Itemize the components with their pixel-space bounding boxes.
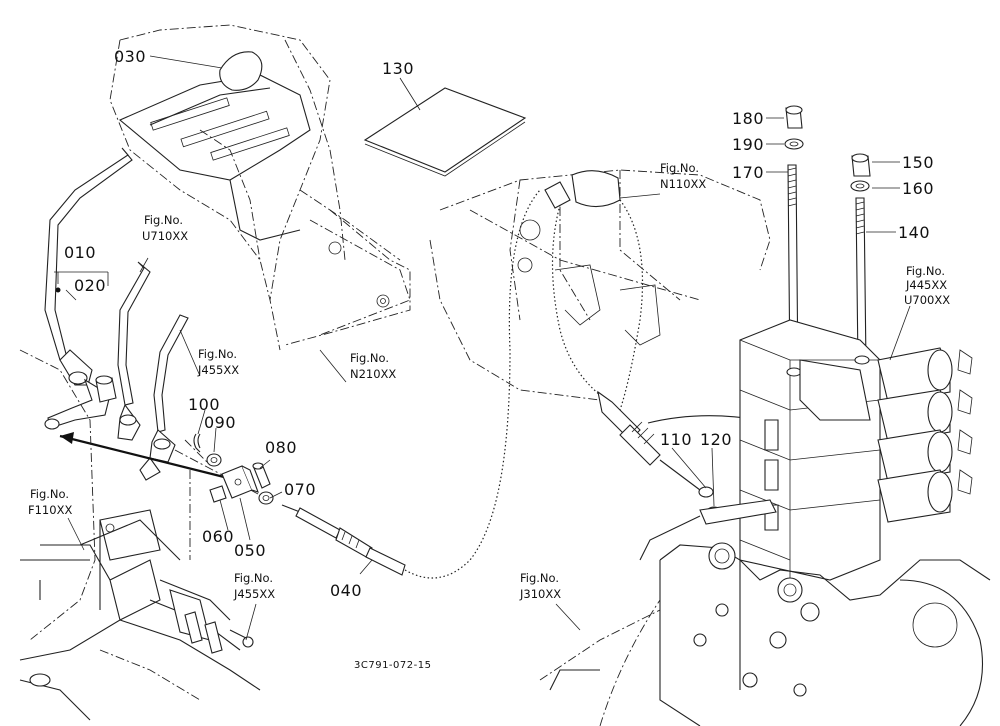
svg-text:Fig.No.: Fig.No. [198, 347, 237, 361]
svg-text:U710XX: U710XX [142, 229, 188, 243]
bushing-020 [95, 375, 117, 403]
label-030: 030 [114, 47, 146, 66]
svg-text:J455XX: J455XX [197, 363, 239, 377]
label-020: 020 [74, 276, 106, 295]
fig-ref-u710: Fig.No. U710XX [142, 213, 188, 243]
washer-070 [258, 491, 274, 505]
svg-text:Fig.No.: Fig.No. [520, 571, 559, 585]
linkage-j455-lower [19, 579, 261, 721]
fig-ref-n110: Fig.No. N110XX [660, 161, 706, 191]
support-bracket [309, 219, 411, 336]
fig-ref-j445-u700: Fig.No. J445XX U700XX [904, 264, 950, 307]
washer-190 [784, 138, 804, 150]
lever-u710 [117, 261, 151, 441]
cable-n110 [544, 170, 761, 518]
solenoid-stack [877, 347, 973, 523]
nut-060 [209, 485, 227, 503]
transmission-housing-phantom [429, 169, 771, 401]
label-110: 110 [660, 430, 692, 449]
label-140: 140 [898, 223, 930, 242]
label-010: 010 [64, 243, 96, 262]
fig-ref-j455-lower: Fig.No. J455XX [233, 571, 275, 601]
svg-text:Fig.No.: Fig.No. [350, 351, 389, 365]
lever-assembly-010 [44, 147, 133, 430]
drawing-code: 3C791-072-15 [354, 660, 431, 671]
fig-ref-n210: Fig.No. N210XX [350, 351, 396, 381]
clevis-050 [221, 465, 259, 499]
svg-text:Fig.No.: Fig.No. [234, 571, 273, 585]
svg-text:Fig.No.: Fig.No. [906, 264, 945, 278]
svg-text:Fig.No.: Fig.No. [30, 487, 69, 501]
seat-console-drawing [118, 74, 311, 241]
nut-150 [851, 153, 871, 177]
svg-text:U700XX: U700XX [904, 293, 950, 307]
label-090: 090 [204, 413, 236, 432]
assembly-arrow [59, 432, 229, 480]
washer-160 [850, 180, 870, 192]
label-150: 150 [902, 153, 934, 172]
assembly-line-2 [184, 439, 211, 466]
fig-ref-j455-upper: Fig.No. J455XX [197, 347, 239, 377]
label-060: 060 [202, 527, 234, 546]
lever-knob-030 [219, 51, 263, 91]
label-130: 130 [382, 59, 414, 78]
svg-text:N110XX: N110XX [660, 177, 706, 191]
fig-ref-j310: Fig.No. J310XX [519, 571, 561, 601]
fender-phantom [109, 24, 411, 351]
fig-ref-f110: Fig.No. F110XX [28, 487, 72, 517]
cable-040 [281, 189, 541, 579]
pin-080 [252, 462, 271, 489]
manual-booklet-130 [363, 87, 527, 177]
cotter-pin-100 [193, 433, 201, 453]
valve-lever-plate [639, 499, 777, 561]
label-050: 050 [234, 541, 266, 560]
valve-block [739, 319, 881, 581]
svg-text:Fig.No.: Fig.No. [144, 213, 183, 227]
svg-text:J445XX: J445XX [905, 278, 947, 292]
lever-j455 [139, 314, 189, 481]
svg-text:J455XX: J455XX [233, 587, 275, 601]
svg-text:N210XX: N210XX [350, 367, 396, 381]
leader-lines [54, 55, 911, 641]
pedal-bracket-f110 [19, 349, 191, 661]
svg-text:F110XX: F110XX [28, 503, 72, 517]
svg-text:Fig.No.: Fig.No. [660, 161, 699, 175]
label-120: 120 [700, 430, 732, 449]
label-040: 040 [330, 581, 362, 600]
label-070: 070 [284, 480, 316, 499]
transmission-case [539, 542, 991, 726]
label-160: 160 [902, 179, 934, 198]
label-170: 170 [732, 163, 764, 182]
label-080: 080 [265, 438, 297, 457]
label-180: 180 [732, 109, 764, 128]
label-190: 190 [732, 135, 764, 154]
washer-090 [206, 453, 222, 467]
nut-180 [785, 105, 803, 129]
label-100: 100 [188, 395, 220, 414]
svg-text:J310XX: J310XX [519, 587, 561, 601]
